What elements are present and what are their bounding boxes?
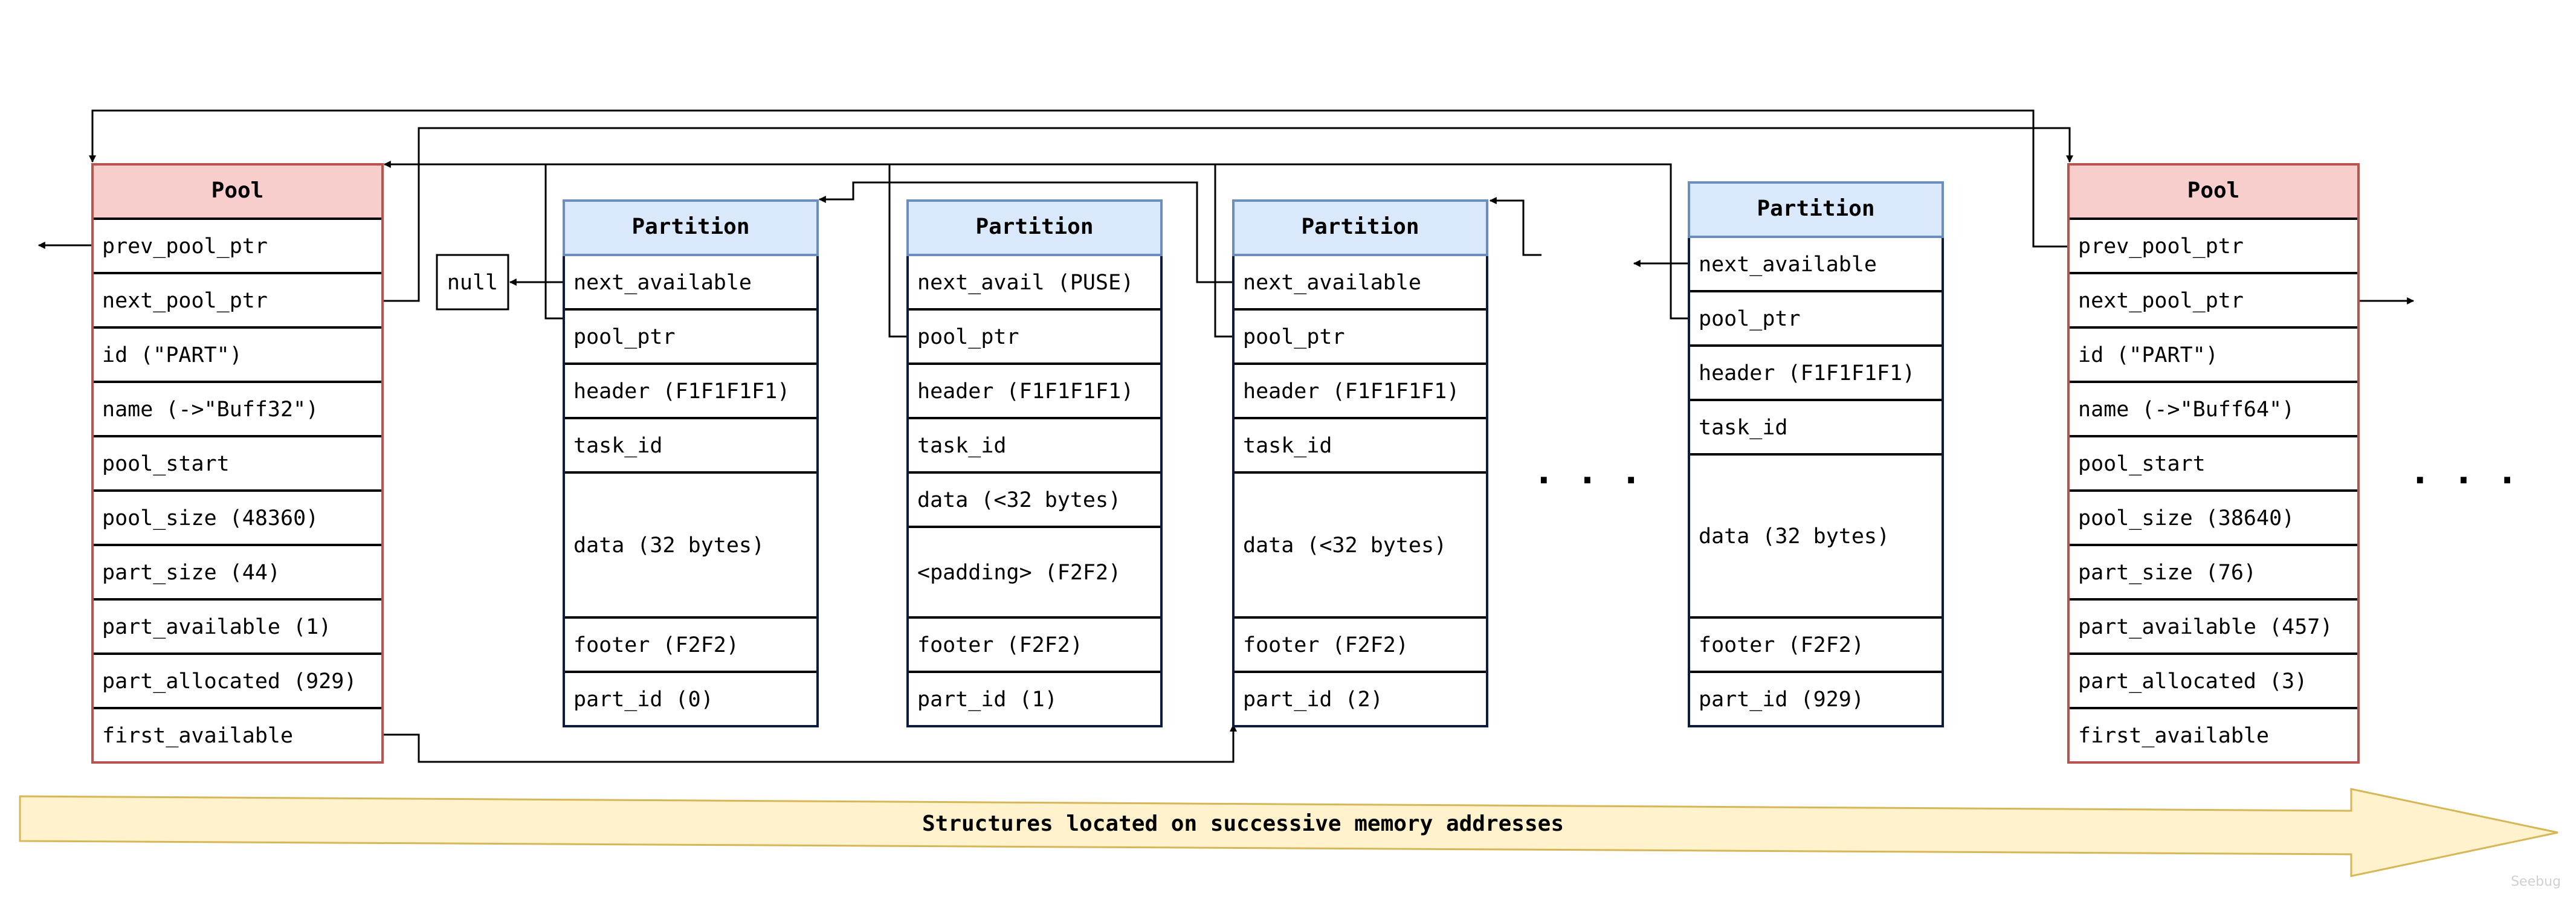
- partition-2-field: footer (F2F2): [1243, 633, 1409, 657]
- left-pool-field: part_size (44): [102, 561, 280, 585]
- banner-text: Structures located on successive memory …: [922, 811, 1564, 836]
- right-pool-field: prev_pool_ptr: [2078, 234, 2244, 259]
- arrow-p2-next-to-p0: [818, 181, 1233, 283]
- connectors: [37, 109, 2415, 763]
- partition-0-field: header (F1F1F1F1): [573, 379, 790, 404]
- partition-929-field: task_id: [1699, 416, 1788, 440]
- right-pool: Pool prev_pool_ptr next_pool_ptr id ("PA…: [2067, 163, 2360, 764]
- ellipsis-partitions: . . .: [1533, 450, 1642, 492]
- partition-929-title: Partition: [1757, 196, 1874, 221]
- partition-1-field: task_id: [917, 434, 1007, 458]
- partition-929-header: [1688, 181, 1944, 238]
- left-pool-field: prev_pool_ptr: [102, 234, 268, 259]
- memory-direction-banner: Structures located on successive memory …: [19, 788, 2558, 877]
- partition-0-title: Partition: [631, 214, 749, 239]
- partition-1-field: <padding> (F2F2): [917, 561, 1121, 585]
- right-pool-header: [2067, 163, 2360, 220]
- null-label: null: [447, 271, 498, 295]
- left-pool-field: id ("PART"): [102, 343, 242, 367]
- partition-2-title: Partition: [1301, 214, 1419, 239]
- partition-1-field: header (F1F1F1F1): [917, 379, 1134, 404]
- partition-2-field: pool_ptr: [1243, 325, 1345, 349]
- right-pool-field: part_available (457): [2078, 615, 2332, 639]
- left-pool-field: pool_start: [102, 452, 230, 476]
- partition-929-field: data (32 bytes): [1699, 524, 1890, 549]
- banner-arrow-shape: [19, 788, 2558, 877]
- watermark-seebug: Seebug: [2511, 874, 2561, 889]
- partition-2-field: task_id: [1243, 434, 1332, 458]
- line-pool-ptr-p0: [544, 164, 564, 320]
- partition-1-title: Partition: [975, 214, 1093, 239]
- partition-1-field: next_avail (PUSE): [917, 271, 1134, 295]
- right-pool-field: next_pool_ptr: [2078, 289, 2244, 313]
- partition-0-field: part_id (0): [573, 688, 714, 712]
- partition-2-field: header (F1F1F1F1): [1243, 379, 1459, 404]
- partition-929-field: part_id (929): [1699, 688, 1864, 712]
- partition-1-field: footer (F2F2): [917, 633, 1083, 657]
- left-pool-field: next_pool_ptr: [102, 289, 268, 313]
- right-pool-field: part_allocated (3): [2078, 669, 2307, 694]
- partition-929-field: footer (F2F2): [1699, 633, 1864, 657]
- right-pool-field: part_size (76): [2078, 561, 2256, 585]
- right-pool-field: pool_size (38640): [2078, 506, 2294, 530]
- arrow-top-loop-left: [89, 109, 2071, 248]
- left-pool-field: pool_size (48360): [102, 506, 318, 530]
- right-pool-field: id ("PART"): [2078, 343, 2218, 367]
- ellipsis-trailing: . . .: [2409, 450, 2519, 492]
- right-pool-field: pool_start: [2078, 452, 2206, 476]
- partition-2: Partition next_available pool_ptr header…: [1232, 199, 1488, 727]
- left-pool: Pool prev_pool_ptr next_pool_ptr id ("PA…: [91, 163, 384, 764]
- partition-2-field: part_id (2): [1243, 688, 1383, 712]
- left-pool-title: Pool: [211, 178, 264, 203]
- partition-2-field: next_available: [1243, 271, 1421, 295]
- partition-0-field: pool_ptr: [573, 325, 676, 349]
- line-pool-ptr-p2: [1214, 164, 1233, 338]
- arrow-first-available-to-p2: [383, 724, 1237, 763]
- left-pool-field: part_allocated (929): [102, 669, 357, 694]
- right-pool-title: Pool: [2187, 178, 2240, 203]
- partition-0-field: next_available: [573, 271, 752, 295]
- left-pool-field: first_available: [102, 724, 293, 748]
- partition-929-field: pool_ptr: [1699, 307, 1801, 331]
- partition-1: Partition next_avail (PUSE) pool_ptr hea…: [906, 199, 1163, 727]
- line-pool-ptr-p1: [888, 164, 908, 338]
- arrow-pool-ptr-lines: [383, 161, 1689, 320]
- partition-1-field: part_id (1): [917, 688, 1057, 712]
- arrow-left-next-to-right-pool: [383, 127, 2073, 302]
- right-pool-field: name (->"Buff64"): [2078, 398, 2294, 422]
- partition-0: Partition next_available pool_ptr header…: [563, 199, 819, 727]
- partition-0-field: task_id: [573, 434, 663, 458]
- partition-0-field: data (32 bytes): [573, 533, 764, 558]
- null-box: null: [436, 254, 509, 311]
- partition-1-field: pool_ptr: [917, 325, 1019, 349]
- right-pool-field: first_available: [2078, 724, 2269, 748]
- partition-929-field: next_available: [1699, 253, 1877, 277]
- partition-0-field: footer (F2F2): [573, 633, 739, 657]
- arrow-into-p2: [1489, 197, 1541, 256]
- partition-1-field: data (<32 bytes): [917, 488, 1121, 512]
- partition-929: Partition next_available pool_ptr header…: [1688, 181, 1944, 727]
- left-pool-field: part_available (1): [102, 615, 331, 639]
- left-pool-field: name (->"Buff32"): [102, 398, 318, 422]
- partition-2-field: data (<32 bytes): [1243, 533, 1447, 558]
- partition-929-field: header (F1F1F1F1): [1699, 361, 1915, 385]
